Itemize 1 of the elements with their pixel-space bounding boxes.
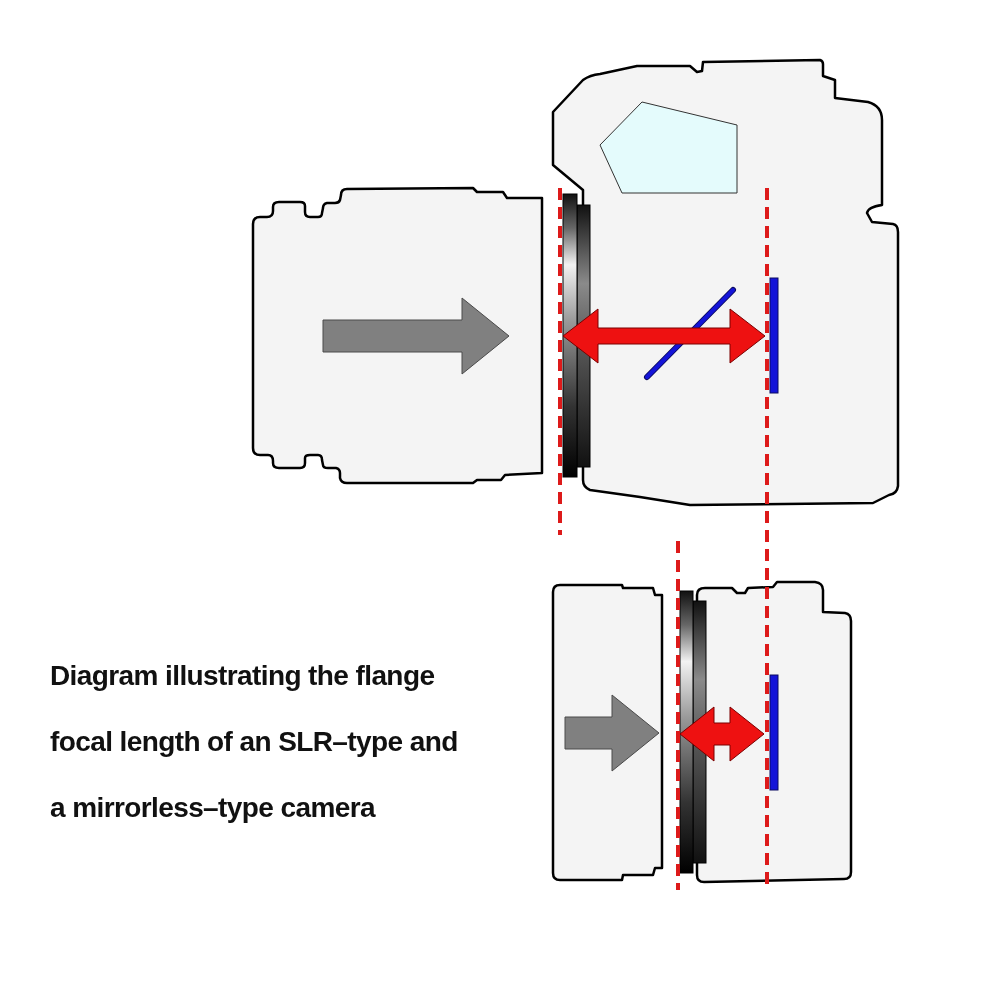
caption: Diagram illustrating the flange focal length of an SLR–type and a mirrorless–type camera bbox=[50, 659, 459, 825]
